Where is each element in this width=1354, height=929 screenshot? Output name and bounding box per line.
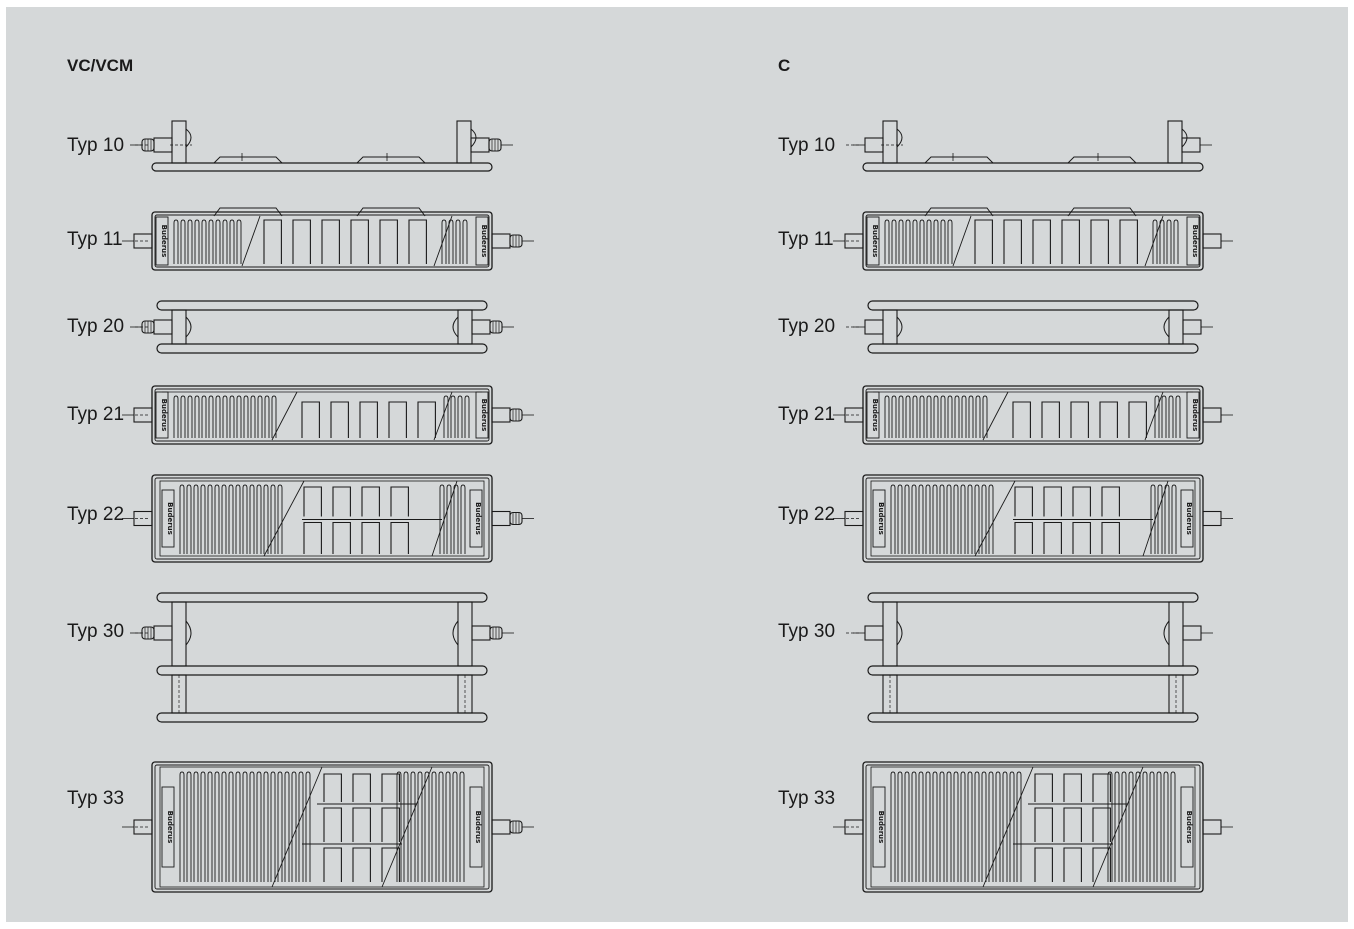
brand-logo: Buderus (1185, 502, 1193, 535)
brand-logo: Buderus (474, 502, 482, 535)
c-typ-21-radiator: Buderus Buderus (833, 385, 1233, 445)
vc-typ-11-label: Typ 11 (67, 229, 123, 250)
c-typ-20-radiator (846, 300, 1213, 354)
vc-typ-30-label: Typ 30 (67, 621, 125, 642)
vc-typ-33-radiator: Buderus Buderus (122, 761, 534, 893)
brand-logo: Buderus (871, 399, 879, 432)
vc-typ-11-radiator: Buderus Buderus (122, 207, 534, 271)
brand-logo: Buderus (480, 225, 488, 258)
brand-logo: Buderus (1191, 225, 1199, 258)
c-typ-33-label: Typ 33 (778, 788, 836, 809)
diagram-panel (6, 7, 1348, 922)
c-typ-22-label: Typ 22 (778, 504, 836, 525)
brand-logo: Buderus (877, 502, 885, 535)
vc-typ-21-radiator: Buderus Buderus (122, 385, 534, 445)
c-typ-20-label: Typ 20 (778, 316, 836, 337)
vc-typ-33-label: Typ 33 (67, 788, 125, 809)
c-typ-11-label: Typ 11 (778, 229, 834, 250)
vc-typ-21-label: Typ 21 (67, 404, 125, 425)
vc-typ-20-label: Typ 20 (67, 316, 125, 337)
vc-typ-20-radiator (130, 300, 514, 354)
brand-logo: Buderus (1191, 399, 1199, 432)
brand-logo: Buderus (871, 225, 879, 258)
c-typ-21-label: Typ 21 (778, 404, 836, 425)
c-typ-10-label: Typ 10 (778, 135, 836, 156)
c-typ-10-radiator (846, 120, 1212, 172)
vc-typ-10-radiator (130, 120, 513, 172)
c-typ-22-radiator: Buderus Buderus (833, 474, 1233, 563)
brand-logo: Buderus (160, 225, 168, 258)
c-typ-30-radiator (846, 592, 1213, 723)
c-typ-11-radiator: Buderus Buderus (833, 207, 1233, 271)
vc-typ-30-radiator (130, 592, 514, 723)
vc-typ-22-radiator: Buderus Buderus (122, 474, 534, 563)
brand-logo: Buderus (1185, 811, 1193, 844)
c-typ-30-label: Typ 30 (778, 621, 836, 642)
brand-logo: Buderus (877, 811, 885, 844)
vc-typ-10-label: Typ 10 (67, 135, 125, 156)
brand-logo: Buderus (166, 811, 174, 844)
brand-logo: Buderus (166, 502, 174, 535)
column-title-c: C (778, 56, 791, 75)
brand-logo: Buderus (160, 399, 168, 432)
column-title-vc: VC/VCM (67, 56, 134, 75)
brand-logo: Buderus (474, 811, 482, 844)
brand-logo: Buderus (480, 399, 488, 432)
vc-typ-22-label: Typ 22 (67, 504, 125, 525)
c-typ-33-radiator: Buderus Buderus (833, 761, 1233, 893)
